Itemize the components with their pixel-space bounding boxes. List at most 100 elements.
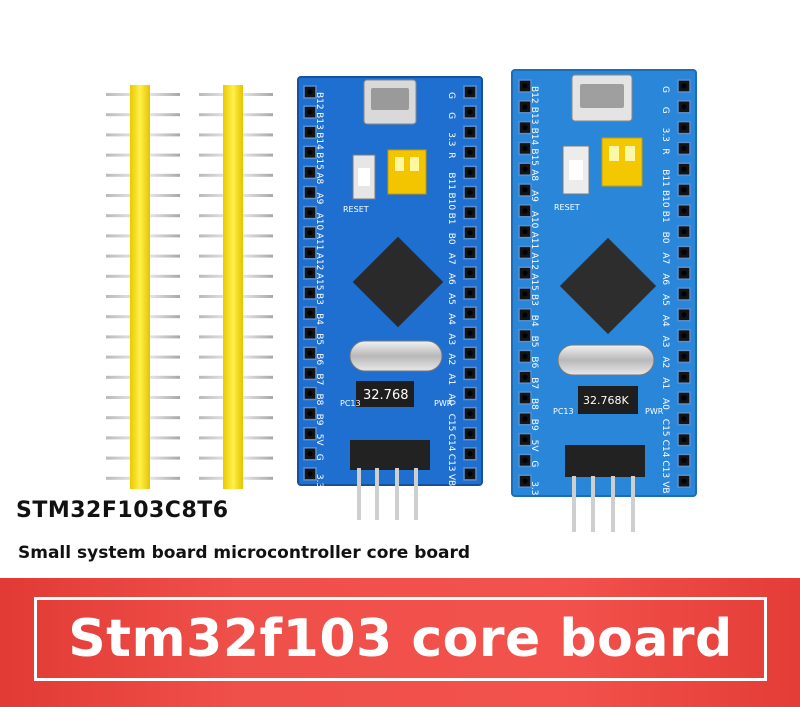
boot-jumper-icon [387, 149, 427, 195]
pin-label: 3.3 [660, 128, 670, 142]
pc13-label: PC13 [340, 399, 361, 408]
pin-label: 3.3 [446, 132, 456, 146]
pin-label: A8 [529, 169, 539, 181]
pin-label: B7 [314, 373, 324, 385]
pin-label: VB [446, 474, 456, 486]
pin-label: B0 [446, 233, 456, 245]
pin-label: C13 [446, 454, 456, 472]
boot-jumper-icon [601, 137, 643, 187]
pin-label: A3 [446, 333, 456, 345]
pin-label: A8 [314, 172, 324, 184]
title-banner-frame: Stm32f103 core board [34, 597, 767, 681]
pin-label: A6 [446, 273, 456, 285]
pin-header-strip-left [106, 85, 180, 489]
pin-label: A0 [446, 394, 456, 406]
crystal-icon [557, 344, 655, 376]
pin-label: A10 [314, 213, 324, 231]
crystal-icon [349, 340, 443, 372]
pin-label: A7 [660, 252, 670, 264]
pin-label: A9 [529, 190, 539, 202]
pwr-label: PWR [645, 407, 664, 416]
pin-label: A15 [314, 273, 324, 291]
pin-label: B5 [529, 336, 539, 348]
pin-label: 3.3 [529, 481, 539, 495]
product-subtitle: Small system board microcontroller core … [18, 543, 471, 563]
swd-header-icon [565, 445, 645, 477]
pin-label: B7 [529, 377, 539, 389]
pin-label: B13 [314, 112, 324, 130]
pin-label: A15 [529, 273, 539, 291]
pin-label: G [660, 107, 670, 114]
pin-label: B8 [529, 398, 539, 410]
pin-label: G [314, 454, 324, 461]
pin-label: B11 [446, 172, 456, 190]
pin-label: G [446, 92, 456, 99]
pin-label: A5 [660, 294, 670, 306]
reset-label: RESET [554, 203, 580, 212]
pin-label: C14 [446, 434, 456, 452]
pin-label: A6 [660, 273, 670, 285]
pin-label: A9 [314, 193, 324, 205]
pin-label: B15 [314, 152, 324, 170]
pin-label: A12 [529, 252, 539, 270]
pin-label: B4 [314, 313, 324, 325]
pin-label: R [446, 152, 456, 158]
pin-label: B3 [529, 294, 539, 306]
pin-label: B1 [446, 213, 456, 225]
pin-label: B6 [529, 356, 539, 368]
pin-label: A4 [660, 315, 670, 327]
pin-label: A1 [660, 377, 670, 389]
pin-label: VB [660, 481, 670, 493]
pin-label: 5V [529, 440, 539, 453]
pin-label: B12 [529, 86, 539, 104]
pin-header-strip-right [199, 85, 273, 489]
reset-label: RESET [343, 205, 369, 214]
mcu-chip-icon [559, 237, 657, 335]
pin-label: B10 [660, 190, 670, 208]
pin-label: A7 [446, 253, 456, 265]
pin-label: A10 [529, 211, 539, 229]
pin-label: C14 [660, 440, 670, 458]
yellow-plastic-spacer [130, 85, 150, 489]
yellow-plastic-spacer [223, 85, 243, 489]
pin-label: B15 [529, 148, 539, 166]
pwr-label: PWR [434, 399, 453, 408]
mcu-chip-icon [352, 236, 444, 328]
crystal-small-label: 32.768K [583, 394, 629, 407]
banner-title: Stm32f103 core board [68, 609, 733, 669]
swd-header-icon [350, 440, 430, 470]
pin-label: B4 [529, 315, 539, 327]
pin-label: B6 [314, 353, 324, 365]
pin-label: G [529, 460, 539, 467]
pin-label: C15 [446, 414, 456, 432]
pin-label: B8 [314, 394, 324, 406]
pin-label: B14 [529, 128, 539, 146]
pin-label: B10 [446, 193, 456, 211]
pin-label: B14 [314, 132, 324, 150]
crystal-small-label: 32.768 [363, 388, 409, 403]
pin-label: B3 [314, 293, 324, 305]
pin-label: A2 [446, 353, 456, 365]
pin-label: A2 [660, 356, 670, 368]
model-number: STM32F103C8T6 [16, 498, 229, 523]
pin-label: G [660, 86, 670, 93]
pin-label: B5 [314, 333, 324, 345]
pin-label: A1 [446, 373, 456, 385]
pin-label: C13 [660, 460, 670, 478]
pin-label: A11 [529, 232, 539, 250]
pin-label: C15 [660, 419, 670, 437]
pin-label: B12 [314, 92, 324, 110]
pin-label: 3.3 [314, 474, 324, 488]
pin-label: B0 [660, 232, 670, 244]
pin-label: R [660, 148, 670, 154]
pin-label: A11 [314, 233, 324, 251]
pin-label: A3 [660, 336, 670, 348]
pin-label: A0 [660, 398, 670, 410]
pin-label: A5 [446, 293, 456, 305]
pin-label: B1 [660, 211, 670, 223]
pin-label: B11 [660, 169, 670, 187]
reset-button-icon [562, 145, 590, 195]
